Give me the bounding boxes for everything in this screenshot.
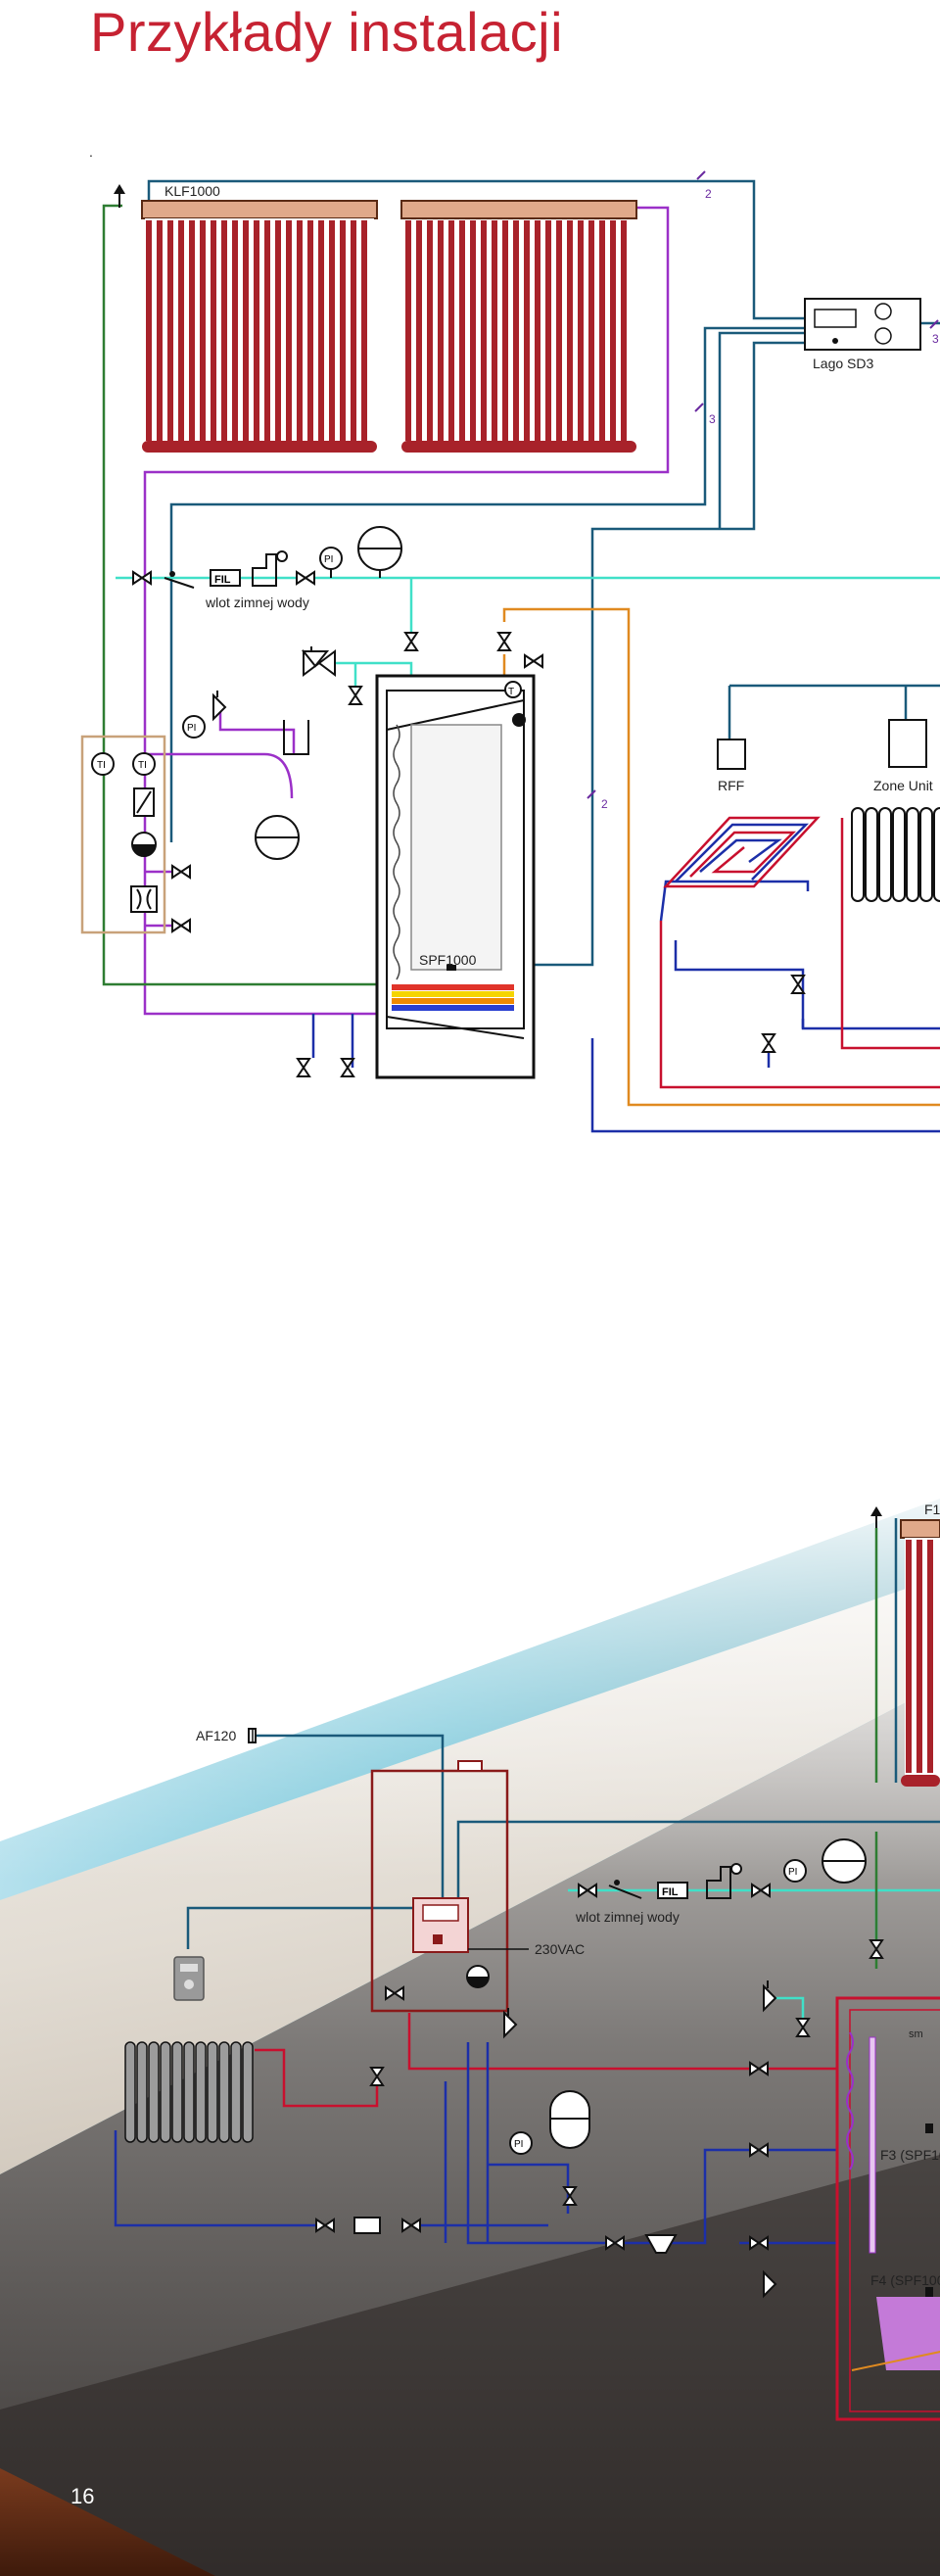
thermometer-icon: TI xyxy=(132,752,156,776)
filter-label: FIL xyxy=(662,1886,679,1898)
pressure-gauge-icon: PI xyxy=(783,1859,807,1883)
safety-valve-icon xyxy=(212,691,227,722)
background-photo xyxy=(0,1469,940,2576)
filter-icon: FIL xyxy=(210,569,241,587)
gas-boiler xyxy=(370,1760,509,2013)
collector-label: F1 xyxy=(924,1502,940,1517)
room-sensor-rff xyxy=(717,739,746,770)
controller-lago-sd3 xyxy=(804,298,921,351)
wire-count-label: 3 xyxy=(932,332,939,346)
thermostat-label: T xyxy=(508,687,514,697)
pressure-reducer-icon xyxy=(706,1863,742,1899)
diagram-1: 2 3 3 2 KLF1000 xyxy=(80,170,940,1133)
gauge-label: PI xyxy=(187,723,196,734)
flow-limiter-icon xyxy=(130,885,158,913)
check-valve-icon xyxy=(608,1880,642,1899)
thermometer-label: TI xyxy=(97,760,106,771)
pump-station-frame xyxy=(80,735,166,934)
filter-icon xyxy=(644,2234,678,2254)
pump-icon xyxy=(131,832,157,857)
radiator-icon xyxy=(124,2041,254,2143)
page-title: Przykłady instalacji xyxy=(90,1,564,63)
tank-small-label: sm xyxy=(909,2028,923,2040)
page-number: 16 xyxy=(70,2484,95,2508)
gauge-label: PI xyxy=(788,1867,797,1878)
room-controller-icon xyxy=(173,1956,205,2001)
check-valve-icon xyxy=(353,2217,381,2234)
outdoor-sensor-icon xyxy=(248,1728,257,1743)
zone-unit-label: Zone Unit xyxy=(873,778,933,793)
storage-tank-spf1000: T xyxy=(375,674,536,1079)
safety-valve-icon xyxy=(301,650,330,668)
sensor-f4-label: F4 (SPF100 xyxy=(870,2272,940,2288)
zone-unit xyxy=(888,719,927,768)
flow-meter-icon xyxy=(133,787,155,817)
pressure-reducer-icon xyxy=(252,550,288,587)
check-valve-icon xyxy=(164,571,195,589)
solar-collector-2 xyxy=(400,200,637,453)
expansion-vessel-icon xyxy=(549,2090,590,2149)
af120-label: AF120 xyxy=(196,1728,236,1743)
storage-tank-partial xyxy=(835,1996,940,2421)
sensor-f3-label: F3 (SPF10 xyxy=(880,2147,940,2163)
pressure-gauge-icon: PI xyxy=(319,547,343,578)
gauge-label: PI xyxy=(324,554,333,565)
expansion-vessel-icon xyxy=(357,526,402,578)
safety-valve-icon xyxy=(503,2008,518,2039)
pressure-gauge-icon: PI xyxy=(509,2131,533,2155)
safety-valve-icon xyxy=(763,1980,777,2013)
solar-collector-1 xyxy=(141,200,378,453)
collector-label: KLF1000 xyxy=(164,183,220,199)
cold-water-label: wlot zimnej wody xyxy=(575,1909,680,1925)
controller-label: Lago SD3 xyxy=(813,356,873,371)
floor-heating-icon xyxy=(663,816,821,888)
wire-count-label: 2 xyxy=(601,797,608,811)
voltage-label: 230VAC xyxy=(535,1941,585,1957)
air-vent-icon xyxy=(114,184,125,208)
drain-funnel-icon xyxy=(283,720,309,755)
tank-label: SPF1000 xyxy=(419,952,477,968)
cold-water-label: wlot zimnej wody xyxy=(205,595,309,610)
filter-label: FIL xyxy=(214,574,231,586)
pressure-gauge-icon: PI xyxy=(182,715,206,739)
thermometer-icon: TI xyxy=(91,752,115,776)
wire-count-label: 2 xyxy=(705,187,712,201)
gauge-label: PI xyxy=(514,2139,523,2150)
expansion-vessel-icon xyxy=(255,815,300,860)
diagram-2: AF120 230VAC xyxy=(114,1502,940,2421)
radiator-icon xyxy=(851,807,940,902)
thermometer-label: TI xyxy=(138,760,147,771)
wire-count-label: 3 xyxy=(709,412,716,426)
safety-valve-icon xyxy=(763,2269,777,2299)
rff-label: RFF xyxy=(718,778,744,793)
solar-collector-partial xyxy=(870,1506,940,1787)
stray-mark: . xyxy=(89,144,93,160)
expansion-vessel-icon xyxy=(822,1838,867,1884)
filter-icon: FIL xyxy=(657,1882,688,1899)
